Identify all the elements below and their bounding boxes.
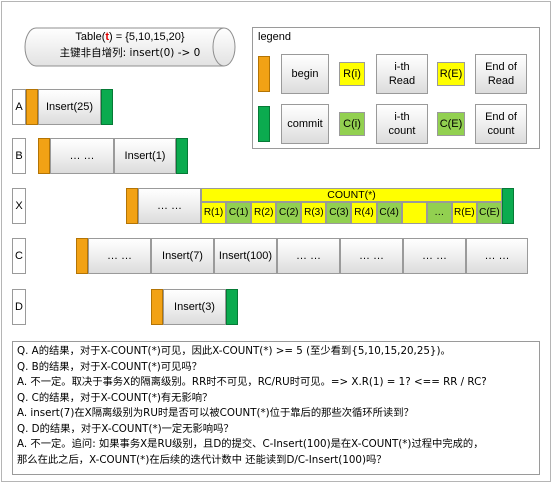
table-definition: Table(t) = {5,10,15,20} 主键非自增列: insert(0… [40, 29, 220, 61]
row-c-dots-4: … … [403, 238, 466, 274]
legend-ith-read: i-th Read [376, 54, 428, 94]
legend-end-count: End of count [475, 104, 527, 144]
legend-ith-count: i-th count [376, 104, 428, 144]
row-label-a: A [12, 89, 26, 125]
qa-line: Q. A的结果，对于X-COUNT(*)可见，因此X-COUNT(*) >= 5… [17, 345, 451, 357]
row-c-segments: … … Insert(7) Insert(100) … … … … … … … … [88, 238, 528, 274]
row-c-dots-3: … … [340, 238, 403, 274]
qa-line: A. 不一定。追问: 如果事务X是RU级别，且D的提交、C-Insert(100… [17, 438, 484, 450]
qa-line: 那么在此之后，X-COUNT(*)在后续的迭代计数中 还能读到D/C-Inser… [17, 453, 387, 466]
row-d-insert: Insert(3) [163, 289, 226, 325]
row-x-dots: … … [138, 188, 201, 224]
row-c-dots-2: … … [277, 238, 340, 274]
qa-line: Q. B的结果，对于X-COUNT(*)可见吗？ [17, 360, 202, 373]
iteration-ellipsis: … [426, 202, 452, 224]
row-label-b: B [12, 138, 26, 174]
iteration-r-2: R(2) [251, 202, 277, 224]
row-b-commit [176, 138, 188, 174]
qa-line: Q. D的结果，对于X-COUNT(*)一定无影响吗？ [17, 422, 234, 435]
table-param-t: t [105, 31, 110, 43]
row-b-begin [38, 138, 50, 174]
row-x-begin [126, 188, 138, 224]
legend-r-e: R(E) [437, 62, 465, 86]
count-iterations: R(1) C(1) R(2) C(2) R(3) C(3) R(4) C(4) … [201, 202, 502, 224]
count-star-title: COUNT(*) [201, 188, 502, 202]
legend-commit-marker [258, 106, 270, 142]
legend-panel [252, 27, 540, 149]
table-title: Table(t) = {5,10,15,20} [75, 31, 185, 43]
row-c-insert-100: Insert(100) [214, 238, 277, 274]
row-a-commit [101, 89, 113, 125]
legend-title: legend [258, 31, 292, 43]
iteration-r-e: R(E) [451, 202, 477, 224]
row-a-begin [26, 89, 38, 125]
row-label-c: C [12, 238, 26, 274]
row-b-insert: Insert(1) [114, 138, 176, 174]
iteration-r-1: R(1) [201, 202, 227, 224]
legend-end-read: End of Read [475, 54, 527, 94]
row-a-insert: Insert(25) [38, 89, 101, 125]
qa-line: A. 不一定。取决于事务X的隔离级别。RR时不可见，RC/RU时可见。=> X.… [17, 376, 487, 388]
qa-line: A. insert(7)在X隔离级别为RU时是否可以被COUNT(*)位于靠后的… [17, 407, 414, 419]
row-c-begin [76, 238, 88, 274]
iteration-c-3: C(3) [326, 202, 352, 224]
legend-begin-marker [258, 56, 270, 92]
row-c-dots-5: … … [466, 238, 528, 274]
row-x-commit [502, 188, 514, 224]
legend-c-i: C(i) [339, 112, 365, 136]
iteration-blank [401, 202, 427, 224]
iteration-r-3: R(3) [301, 202, 327, 224]
iteration-c-4: C(4) [376, 202, 402, 224]
iteration-c-2: C(2) [276, 202, 302, 224]
iteration-c-1: C(1) [226, 202, 252, 224]
row-d-commit [226, 289, 238, 325]
row-c-dots-1: … … [88, 238, 151, 274]
row-label-x: X [12, 188, 26, 224]
row-b-dots: … … [50, 138, 114, 174]
legend-commit-label: commit [281, 104, 329, 144]
table-subtitle: 主键非自增列: insert(0) -> 0 [59, 47, 201, 59]
table-cylinder-shape [24, 27, 236, 67]
legend-begin-label: begin [281, 54, 329, 94]
qa-panel: Q. A的结果，对于X-COUNT(*)可见，因此X-COUNT(*) >= 5… [12, 341, 540, 475]
legend-c-e: C(E) [437, 112, 465, 136]
row-label-d: D [12, 289, 26, 325]
qa-line: Q. C的结果，对于X-COUNT(*)有无影响？ [17, 391, 213, 404]
iteration-c-e: C(E) [476, 202, 502, 224]
row-c-insert-7: Insert(7) [151, 238, 214, 274]
row-d-begin [151, 289, 163, 325]
iteration-r-4: R(4) [351, 202, 377, 224]
legend-r-i: R(i) [339, 62, 365, 86]
